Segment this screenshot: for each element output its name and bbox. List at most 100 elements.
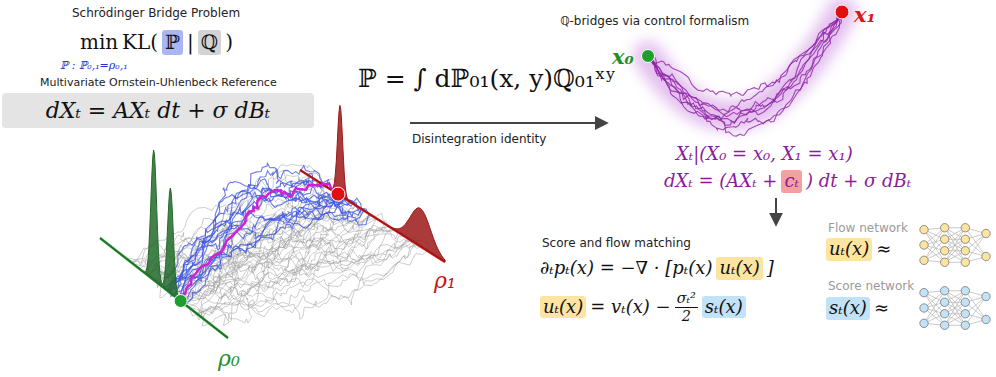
text-label: Schrödinger Bridge Problem: [72, 6, 240, 20]
bridge-path: [171, 197, 361, 296]
node-text: sₜ(x): [705, 296, 743, 317]
equation-text: ≈: [874, 297, 889, 320]
equation: KL( ℙ | ℚ): [122, 30, 233, 55]
score-network-icon-neuron: [940, 287, 948, 295]
equation: sₜ(x) ≈: [826, 297, 889, 320]
score-network-icon-neuron: [920, 304, 928, 312]
bridge-path: [171, 163, 323, 293]
highlight-box: ℚ: [198, 30, 221, 55]
highlight-box: uₜ(x): [716, 257, 762, 280]
fraction-denominator: 2: [682, 308, 691, 325]
score-network-icon-neuron: [961, 310, 969, 318]
equation: uₜ(x) ≈: [826, 238, 891, 261]
text-label: Score network: [828, 279, 914, 293]
equation-text: ]: [767, 257, 774, 280]
score-network-icon-edge: [945, 291, 966, 326]
text-label: Score and flow matching: [542, 236, 691, 250]
score-network-icon-neuron: [982, 292, 990, 300]
highlight-box: uₜ(x): [540, 296, 586, 319]
text-label: Disintegration identity: [412, 132, 546, 146]
score-network-icon-neuron: [920, 288, 928, 296]
flow-network-icon-neuron: [940, 258, 948, 266]
flow-network-icon-neuron: [982, 252, 990, 260]
score-network-icon-neuron: [940, 310, 948, 318]
text-label: ρ₀: [218, 346, 240, 372]
bridge-path: [179, 210, 370, 300]
score-network-icon-neuron: [940, 321, 948, 329]
fraction: σₜ²2: [675, 290, 698, 324]
score-network-icon-neuron: [920, 319, 928, 327]
node-text: uₜ(x): [829, 238, 869, 259]
rho0-density: [100, 150, 228, 338]
bridge-path: [183, 192, 362, 306]
text-label: ℚ-bridges via control formalism: [560, 14, 749, 28]
node-text: ℚ: [201, 30, 218, 54]
equation-text: ) dt + σ dBₜ: [806, 170, 911, 193]
text-label: Multivariate Ornstein-Uhlenbeck Referenc…: [40, 76, 277, 89]
flow-network-icon-neuron: [961, 247, 969, 255]
flow-network-icon-neuron: [920, 225, 928, 233]
equation-text: dXₜ = (AXₜ +: [664, 170, 777, 193]
flow-network-icon-neuron: [961, 224, 969, 232]
flow-network-icon-neuron: [920, 241, 928, 249]
flow-network-icon-edge: [945, 228, 966, 263]
node-text: uₜ(x): [543, 296, 583, 317]
flow-network-icon-neuron: [940, 224, 948, 232]
equation: dXₜ = (AXₜ + cₜ ) dt + σ dBₜ: [664, 170, 911, 193]
q-bridge-path: [648, 12, 843, 136]
text-label: x₀: [612, 44, 634, 69]
node-text: dXₜ = AXₜ dt + σ dBₜ: [46, 98, 271, 123]
equation-text: KL(: [122, 30, 158, 55]
node-text: sₜ(x): [829, 297, 867, 318]
disintegration-arrow: [410, 122, 606, 124]
text-label: ℙ : ℙ₀,₁=ρ₀,₁: [60, 59, 128, 72]
bridge-path: [181, 197, 361, 302]
start-point: [174, 295, 187, 308]
node-text: cₜ: [784, 170, 799, 191]
highlight-box: ℙ: [162, 30, 183, 55]
bridge-path: [174, 210, 367, 298]
flow-network-icon-neuron: [982, 229, 990, 237]
highlight-box: sₜ(x): [826, 297, 870, 320]
equation: ∂ₜpₜ(x) = −∇ · [pₜ(x) uₜ(x)]: [540, 257, 774, 280]
text-label: ℙ = ∫ dℙ₀₁(x, y)ℚ₀₁ˣʸ: [358, 64, 616, 94]
flow-network-icon-neuron: [920, 256, 928, 264]
text-label: Flow network: [828, 221, 908, 235]
flow-network-icon-neuron: [961, 235, 969, 243]
highlight-box: uₜ(x): [826, 238, 872, 261]
node-text: ℙ: [165, 30, 180, 54]
fraction-numerator: σₜ²: [675, 290, 698, 308]
equation-text: = vₜ(x) −: [590, 296, 670, 319]
bridge-path: [164, 179, 324, 288]
equation-text: ): [225, 30, 233, 55]
q-bridge-path: [648, 12, 842, 125]
equation: uₜ(x)= vₜ(x) −σₜ²2sₜ(x): [540, 290, 746, 324]
flow-network-icon-neuron: [961, 258, 969, 266]
equation-text: |: [187, 30, 194, 55]
flow-network-icon-edge: [945, 228, 966, 263]
reference-sde-box: dXₜ = AXₜ dt + σ dBₜ: [2, 93, 314, 128]
highlight-box: sₜ(x): [702, 296, 746, 319]
end-point: [331, 187, 345, 201]
reference-path: [154, 192, 347, 280]
bridge-path: [176, 166, 330, 298]
text-label: min: [80, 30, 118, 54]
x0-point: [642, 50, 655, 63]
q-bridge-path: [648, 12, 842, 122]
equation-text: ∂ₜpₜ(x) = −∇ · [pₜ(x): [540, 257, 712, 280]
text-label: ρ₁: [434, 268, 456, 294]
text-label: Xₜ|(X₀ = x₀, X₁ = x₁): [676, 143, 853, 165]
highlighted-bridge: [181, 183, 338, 301]
flow-network-icon-neuron: [940, 247, 948, 255]
node-text: uₜ(x): [719, 257, 759, 278]
flow-network-icon-neuron: [940, 235, 948, 243]
text-label: x₁: [854, 2, 876, 27]
score-network-icon-neuron: [982, 315, 990, 323]
score-network-icon-neuron: [961, 287, 969, 295]
equation-text: ≈: [876, 238, 891, 261]
x1-point: [835, 5, 849, 19]
score-network-icon-edge: [945, 291, 966, 326]
highlight-box: cₜ: [781, 170, 802, 193]
bridge-path: [168, 190, 353, 292]
score-network-icon-neuron: [961, 298, 969, 306]
